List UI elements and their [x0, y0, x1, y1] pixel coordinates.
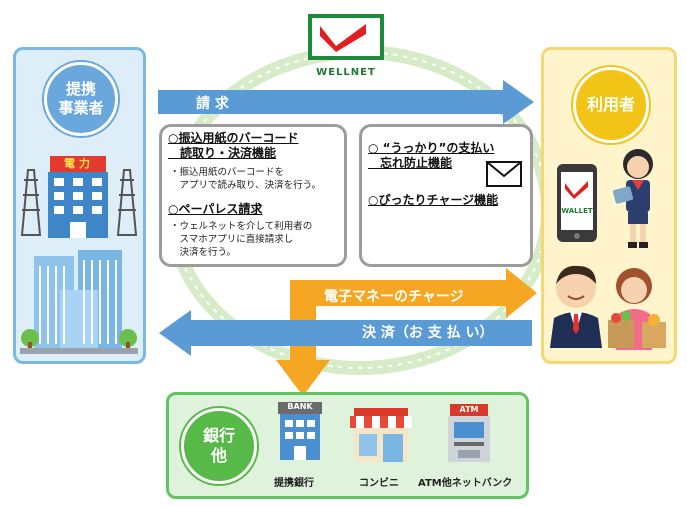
wellnet-logo: WELLNET	[306, 12, 386, 78]
logo-text: WELLNET	[316, 67, 376, 78]
paperless-feature-desc-line1: ・ウェルネットを介して利用者の	[170, 221, 313, 232]
office-buildings-icon	[20, 250, 138, 354]
reminder-feature-title-line1: ○ “うっかり”の支払い	[368, 141, 495, 155]
exact-charge-feature-title: ○ぴったりチャージ機能	[368, 193, 499, 207]
convenience-store-label: コンビニ	[359, 478, 399, 489]
bank-title-line1: 銀行	[202, 426, 235, 445]
partner-title-circle: 提携事業者	[44, 62, 118, 136]
woman-with-groceries-icon	[608, 268, 666, 350]
paperless-feature-desc-line2: スマホアプリに直接請求し	[170, 234, 294, 245]
payment-arrow	[159, 310, 532, 356]
user-title-circle: 利用者	[573, 67, 649, 143]
smartphone-icon	[557, 164, 597, 242]
paperless-feature-desc-line3: 決済を行う。	[170, 247, 236, 258]
paperless-feature-title: ○ペーパレス請求	[168, 202, 263, 216]
man-icon	[550, 265, 602, 348]
atm-label: ATM他ネットバンク	[418, 478, 513, 489]
girl-with-tablet-icon	[612, 149, 653, 248]
bank-icon	[278, 402, 322, 460]
charge-label: 電子マネーのチャージ	[324, 289, 464, 305]
phone-wallet-label: WALLET	[561, 207, 593, 215]
bank-label: 提携銀行	[274, 478, 314, 489]
barcode-feature-title-line2: 読取り・決済機能	[168, 146, 277, 160]
reminder-feature-title-line2: 忘れ防止機能	[368, 156, 453, 170]
barcode-feature-desc-line2: アプリで読み取り、決済を行う。	[170, 180, 322, 191]
user-title: 利用者	[586, 95, 635, 114]
bank-title-line2: 他	[210, 446, 227, 465]
bank-sign: BANK	[287, 402, 313, 411]
building-sign: 電力	[64, 157, 94, 170]
payment-label: 決 済（お 支 払 い）	[362, 325, 494, 341]
partner-title-line2: 事業者	[58, 99, 104, 117]
barcode-feature-title-line1: ○振込用紙のバーコード	[168, 131, 299, 145]
user-features-box: ○ “うっかり”の支払い 忘れ防止機能 ○ぴったりチャージ機能	[359, 124, 533, 267]
bank-title-circle: 銀行他	[181, 408, 257, 484]
atm-sign: ATM	[459, 405, 479, 414]
partner-features-box: ○振込用紙のバーコード 読取り・決済機能 ・振込用紙のバーコードを アプリで読み…	[159, 124, 347, 267]
charge-arrow	[276, 268, 537, 396]
billing-label: 請 求	[196, 96, 229, 112]
billing-arrow	[158, 80, 534, 124]
atm-icon	[448, 404, 490, 462]
envelope-icon	[486, 161, 522, 187]
barcode-feature-desc-line1: ・振込用紙のバーコードを	[170, 167, 285, 178]
power-company-building-icon	[20, 156, 138, 238]
convenience-store-icon	[350, 408, 412, 462]
partner-title-line1: 提携	[65, 80, 96, 99]
